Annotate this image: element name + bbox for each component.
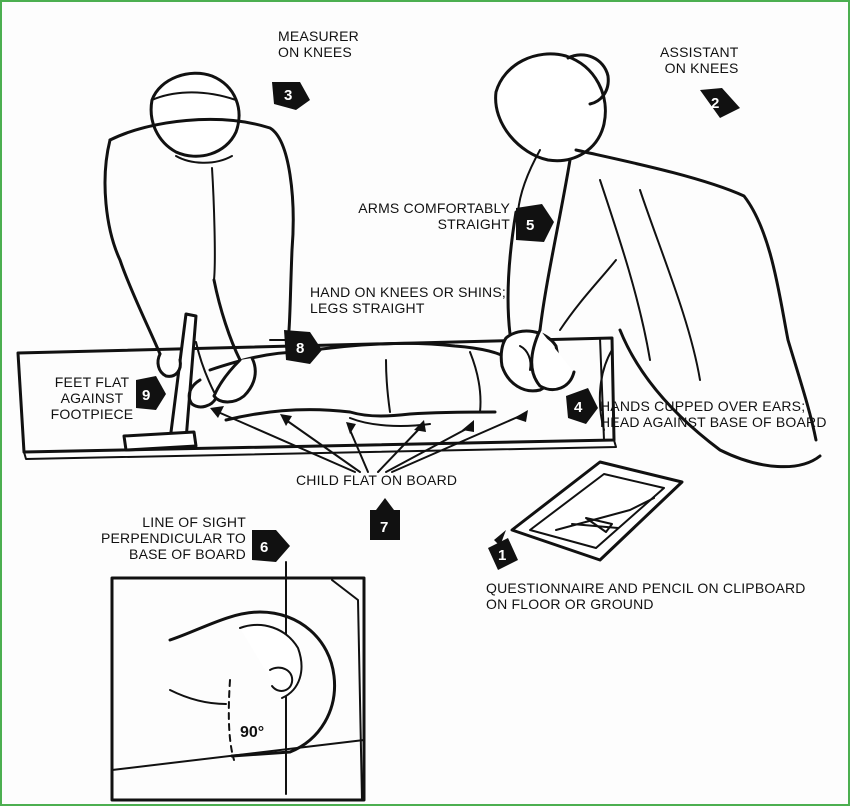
badge-6-number: 6 [260, 539, 268, 556]
badge-8-number: 8 [296, 340, 304, 357]
badge-6: 6 [252, 530, 290, 562]
badge-3-number: 3 [284, 87, 292, 104]
badge-1-number: 1 [498, 547, 506, 564]
badge-8: 8 [284, 330, 322, 364]
label-measurer: MEASURER ON KNEES [278, 28, 359, 60]
label-questionnaire: QUESTIONNAIRE AND PENCIL ON CLIPBOARD ON… [486, 580, 806, 612]
label-hand-knees: HAND ON KNEES OR SHINS; LEGS STRAIGHT [310, 284, 506, 316]
badge-4-number: 4 [574, 399, 583, 416]
badge-9: 9 [136, 376, 166, 410]
badge-4: 4 [566, 388, 598, 424]
badge-3: 3 [272, 82, 310, 110]
label-hands-ears: HANDS CUPPED OVER EARS; HEAD AGAINST BAS… [600, 398, 827, 430]
label-line-of-sight: LINE OF SIGHT PERPENDICULAR TO BASE OF B… [86, 514, 246, 562]
label-assistant: ASSISTANT ON KNEES [660, 44, 739, 76]
badge-2-number: 2 [711, 95, 719, 112]
badge-5: 5 [516, 204, 554, 242]
clipboard [512, 462, 682, 560]
label-feet: FEET FLAT AGAINST FOOTPIECE [48, 374, 136, 422]
badge-5-number: 5 [526, 217, 534, 234]
badge-9-number: 9 [142, 387, 150, 404]
label-arms: ARMS COMFORTABLY STRAIGHT [346, 200, 510, 232]
badge-1: 1 [488, 530, 518, 570]
badge-2: 2 [700, 88, 740, 118]
label-child-flat: CHILD FLAT ON BOARD [296, 472, 457, 488]
badge-7-number: 7 [380, 519, 388, 536]
angle-label: 90° [240, 724, 264, 742]
badge-7: 7 [370, 498, 400, 540]
inset-box [112, 562, 364, 800]
